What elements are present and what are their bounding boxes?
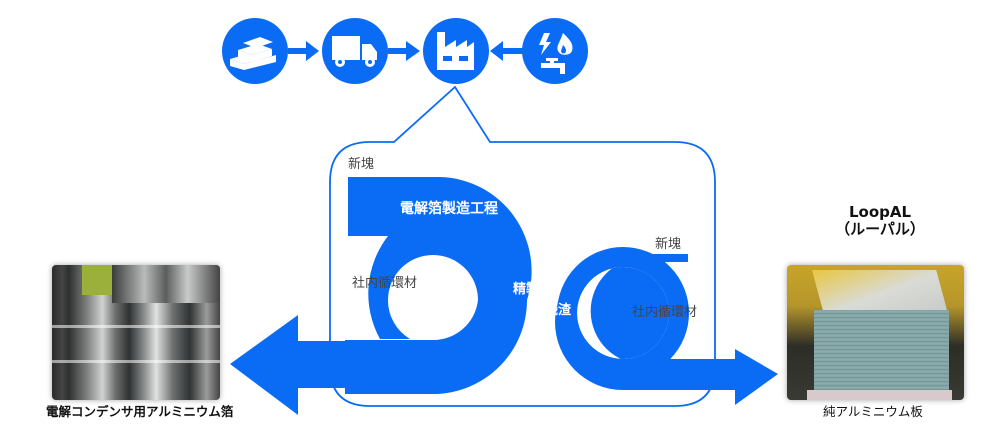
aluminum-ingots-icon: [222, 18, 288, 84]
capacitor-foil-photo: [52, 265, 220, 400]
pure-aluminum-sheet-caption: 純アルミニウム板: [823, 404, 923, 419]
residue-label: 残渣: [545, 303, 572, 318]
internal-recycle-label-right: 社内循環材: [632, 305, 698, 320]
left-output-arrow: [230, 315, 446, 415]
delivery-truck-icon: [322, 18, 388, 84]
brand-name: LoopAL: [848, 203, 912, 221]
new-ingot-label-right: 新塊: [655, 237, 682, 252]
aluminum-sheet-photo: [787, 265, 964, 400]
loopal-brand: LoopAL （ルーパル）: [820, 203, 940, 239]
foil-process-title: 電解箔製造工程: [400, 201, 498, 217]
foil-process-loop: [345, 177, 532, 394]
right-output-arrow: [623, 349, 778, 405]
factory-icon: [423, 18, 489, 84]
capacitor-foil-caption: 電解コンデンサ用アルミニウム箔: [46, 404, 234, 419]
brand-reading: （ルーパル）: [835, 220, 925, 239]
utilities-power-gas-water-icon: [522, 18, 588, 84]
refining-label: 精製: [513, 282, 540, 297]
new-ingot-label-top: 新塊: [348, 157, 375, 172]
icon-connector-arrows: [288, 41, 523, 61]
internal-recycle-label-left: 社内循環材: [352, 276, 418, 291]
factory-process-callout: [329, 85, 716, 407]
